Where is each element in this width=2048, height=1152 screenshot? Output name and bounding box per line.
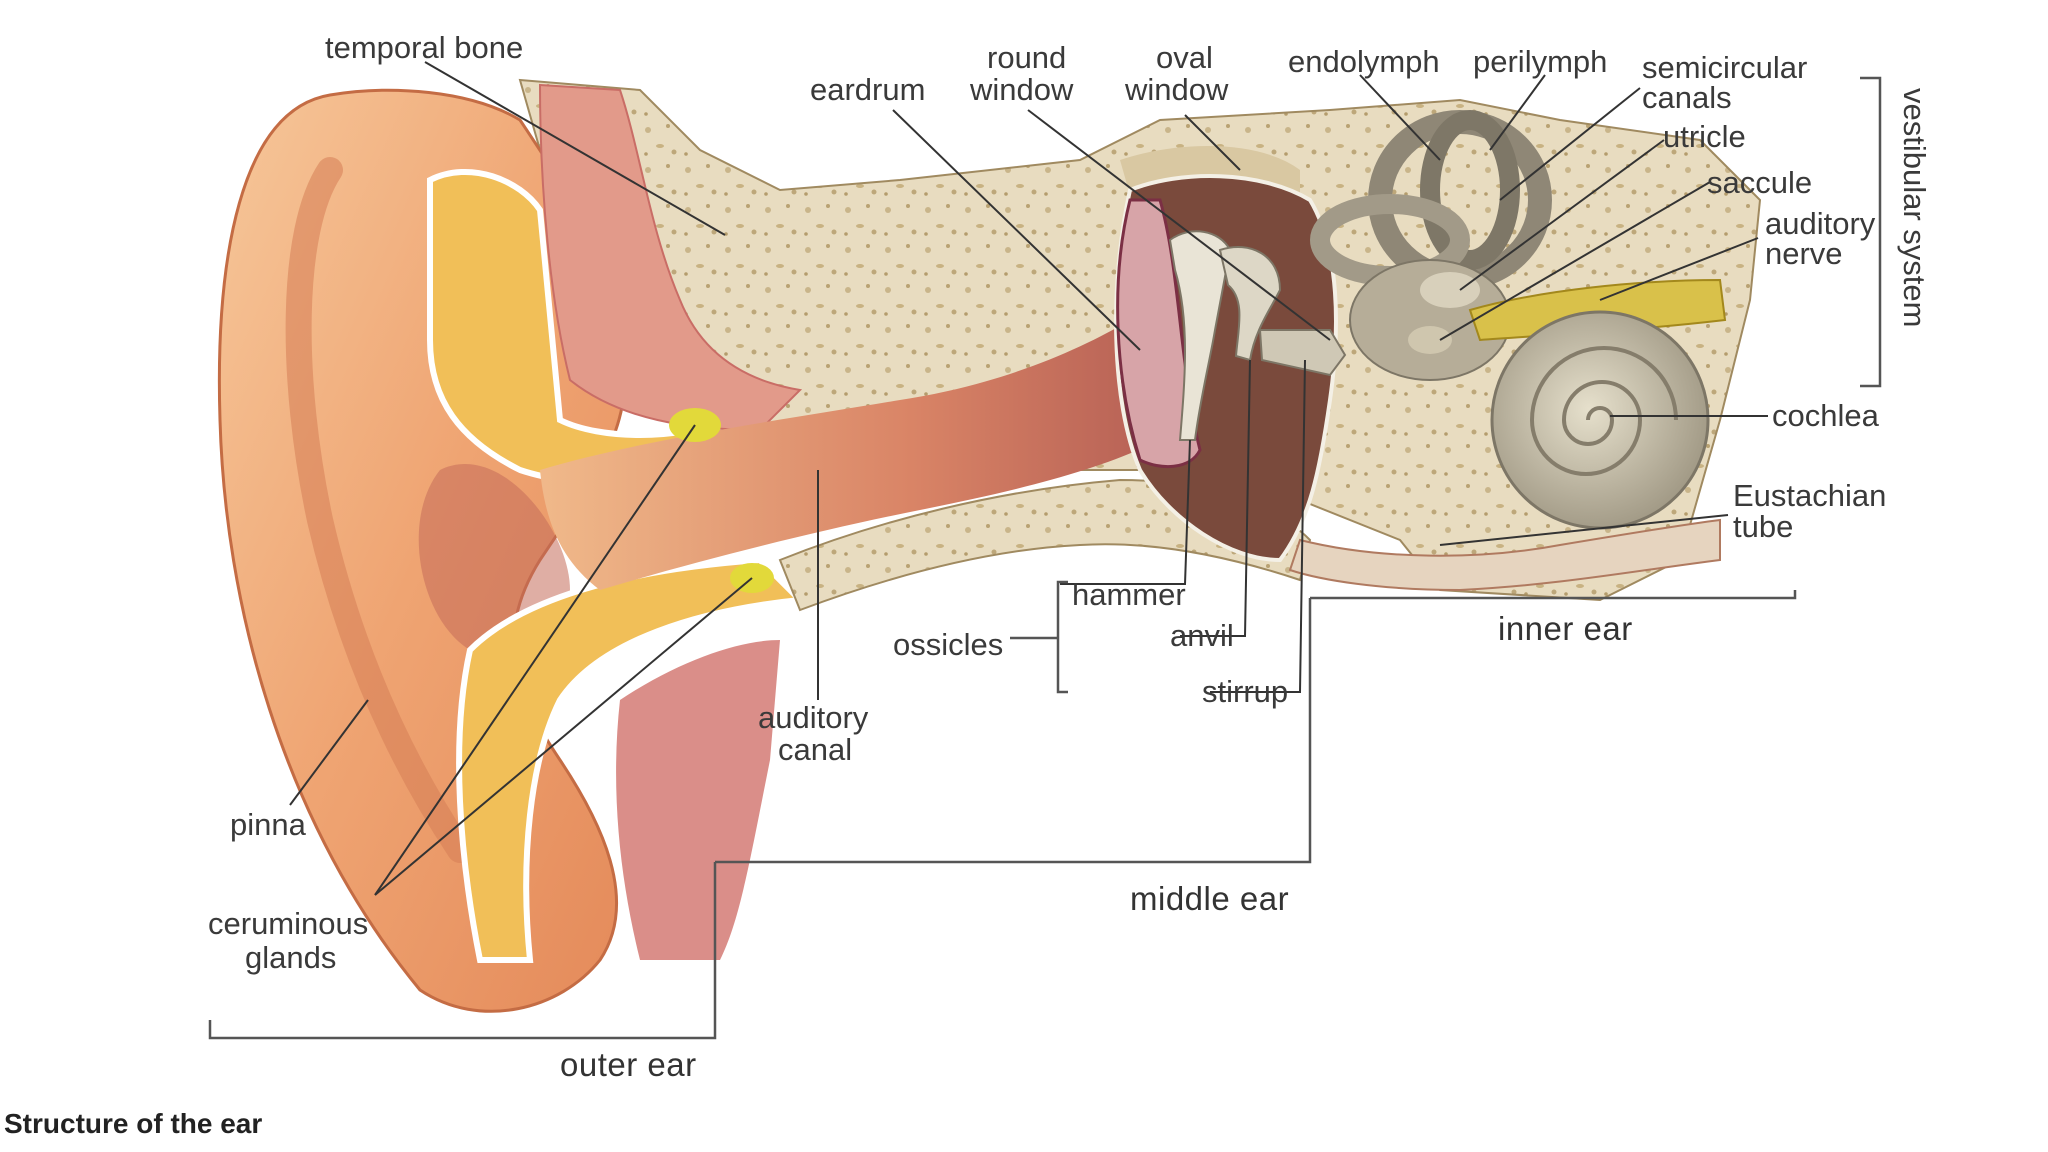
leader-gland-2	[374, 577, 753, 896]
label-auditory-nerve-2: nerve	[1765, 236, 1843, 271]
ear-illustration	[217, 78, 1762, 1013]
label-auditory-nerve-1: auditory	[1765, 206, 1876, 241]
leader-eardrum	[892, 109, 1141, 351]
leader-gland-1	[374, 424, 696, 896]
auditory-canal-shape	[540, 320, 1160, 590]
vestibular-bracket	[1860, 76, 1882, 388]
leader-lines	[289, 61, 1768, 896]
leader-stirrup	[1210, 359, 1306, 693]
cochlea-shape	[1490, 310, 1710, 530]
leader-temporal-bone	[424, 61, 726, 236]
leader-oval-window	[1184, 114, 1241, 171]
leader-anvil	[1180, 359, 1251, 637]
label-semicircular-2: canals	[1642, 80, 1732, 115]
label-middle-ear: middle ear	[1130, 880, 1289, 917]
leader-hammer	[1060, 439, 1191, 585]
anvil-shape	[1218, 245, 1282, 362]
label-ceruminous-1: ceruminous	[208, 906, 368, 941]
label-round-window-1: round	[987, 40, 1066, 75]
labels: temporal bone eardrum round window oval …	[4, 30, 1932, 1139]
leader-auditory-nerve	[1599, 237, 1759, 301]
label-perilymph: perilymph	[1473, 44, 1607, 79]
label-auditory-canal-2: canal	[778, 732, 852, 767]
saccule-shape	[1408, 326, 1452, 354]
leader-eustachian	[1439, 514, 1729, 546]
brackets	[208, 76, 1882, 1040]
label-hammer: hammer	[1072, 577, 1186, 612]
label-outer-ear: outer ear	[560, 1046, 697, 1083]
label-pinna: pinna	[230, 807, 307, 842]
inner-ear-bracket	[1310, 590, 1797, 600]
label-auditory-canal-1: auditory	[758, 700, 869, 735]
eustachian-tube-shape	[1288, 518, 1721, 592]
leader-pinna	[289, 699, 369, 806]
antihelix-shape	[285, 157, 473, 863]
label-oval-window-1: oval	[1156, 40, 1213, 75]
leader-round-window	[1027, 109, 1331, 341]
hammer-shape	[1168, 230, 1232, 441]
label-cochlea: cochlea	[1772, 398, 1880, 433]
ossicles-bracket	[1056, 580, 1068, 694]
leader-semicircular	[1499, 87, 1641, 201]
label-stirrup: stirrup	[1202, 674, 1288, 709]
leader-utricle	[1459, 139, 1665, 291]
label-ceruminous-2: glands	[245, 940, 336, 975]
lower-tissue-shape	[616, 640, 780, 960]
label-utricle: utricle	[1663, 119, 1746, 154]
label-round-window-2: window	[969, 72, 1074, 107]
label-saccule: saccule	[1707, 165, 1812, 200]
label-eardrum: eardrum	[810, 72, 925, 107]
label-vestibular-system: vestibular system	[1897, 88, 1932, 327]
leader-saccule	[1439, 181, 1711, 341]
label-oval-window-2: window	[1124, 72, 1229, 107]
label-ossicles: ossicles	[893, 627, 1003, 662]
label-eustachian-2: tube	[1733, 509, 1793, 544]
label-eustachian-1: Eustachian	[1733, 478, 1886, 513]
label-anvil: anvil	[1170, 618, 1234, 653]
leader-endolymph	[1359, 74, 1441, 161]
figure-caption: Structure of the ear	[4, 1108, 262, 1139]
label-temporal-bone: temporal bone	[325, 30, 523, 65]
outer-ear-bracket	[208, 862, 717, 1040]
utricle-shape	[1420, 272, 1480, 308]
eardrum-shape	[1116, 198, 1202, 469]
label-semicircular-1: semicircular	[1642, 50, 1807, 85]
leader-perilymph	[1489, 74, 1546, 151]
middle-ear-bracket	[715, 598, 1312, 864]
label-endolymph: endolymph	[1288, 44, 1440, 79]
label-inner-ear: inner ear	[1498, 610, 1633, 647]
